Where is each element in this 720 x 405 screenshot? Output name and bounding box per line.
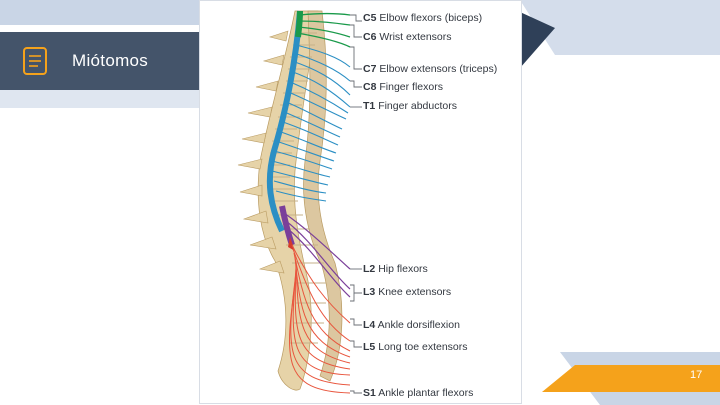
myotome-label-c8: C8 Finger flexors xyxy=(363,81,443,93)
myotome-label-t1: T1 Finger abductors xyxy=(363,100,457,112)
myotome-label-c6: C6 Wrist extensors xyxy=(363,31,452,43)
spine-illustration xyxy=(200,1,523,405)
document-icon xyxy=(22,46,48,76)
slide-title: Miótomos xyxy=(72,51,148,71)
myotome-label-c5: C5 Elbow flexors (biceps) xyxy=(363,12,482,24)
myotome-label-l4: L4 Ankle dorsiflexion xyxy=(363,319,460,331)
page-number: 17 xyxy=(690,369,702,381)
myotome-label-l5: L5 Long toe extensors xyxy=(363,341,468,353)
myotome-figure: C5 Elbow flexors (biceps) C6 Wrist exten… xyxy=(199,0,522,404)
myotome-label-l3: L3 Knee extensors xyxy=(363,286,451,298)
myotome-label-l2: L2 Hip flexors xyxy=(363,263,428,275)
myotome-label-s1: S1 Ankle plantar flexors xyxy=(363,387,473,399)
myotome-label-c7: C7 Elbow extensors (triceps) xyxy=(363,63,497,75)
